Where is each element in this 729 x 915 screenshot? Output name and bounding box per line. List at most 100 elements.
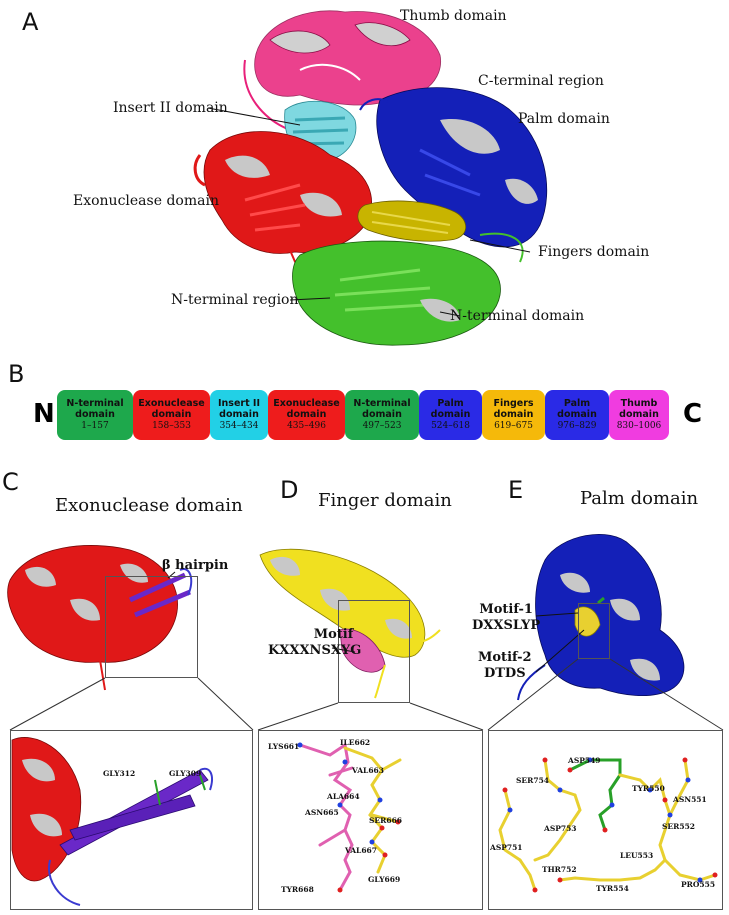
label-fingers-domain: Fingers domain [538,244,650,260]
panel-c-letter: C [2,468,19,496]
domain-block: Fingers domain 619–675 [482,390,545,440]
motif-line: Motif [313,627,354,642]
panel-a-letter: A [22,8,39,36]
label-n-terminal-domain: N-terminal domain [450,308,585,324]
domain-block: Thumb domain 830–1006 [609,390,669,440]
label-finger-motif: Motif KXXXNSXYG [268,627,361,659]
motif-line: KXXXNSXYG [268,643,362,658]
domain-range: 830–1006 [616,421,662,431]
label-thumb-domain: Thumb domain [400,8,507,24]
residue-label: SER666 [369,816,403,825]
residue-label: ASN665 [305,808,339,817]
residue-label: ASP549 [568,756,601,765]
domain-name: domain [286,409,327,420]
motif-line: DTDS [483,666,526,681]
panel-d-zoom-inset [258,730,483,910]
domain-range: 1–157 [81,421,109,431]
panel-d-selection-box [338,600,410,703]
residue-label: ALA664 [327,792,360,801]
panel-d-structure [257,548,484,893]
domain-block: N-terminal domain 497–523 [345,390,419,440]
domain-name: N-terminal [66,398,124,409]
domain-range: 524–618 [431,421,470,431]
panel-e-selection-box [578,603,610,659]
domain-block: Insert II domain 354–434 [210,390,268,440]
n-terminal-domain-cartoon [292,232,524,346]
domain-name: domain [75,409,115,420]
domain-range: 497–523 [362,421,402,431]
n-terminus-label: N [33,399,55,429]
domain-name: domain [362,409,402,420]
domain-range: 619–675 [494,421,533,431]
domain-name: domain [219,409,259,420]
residue-label: GLY309 [169,769,202,778]
domain-name: Exonuclease [138,398,205,409]
domain-name: domain [151,409,192,420]
domain-range: 976–829 [557,421,597,431]
panel-c-zoom-inset [10,730,253,910]
fingers-domain-cartoon [357,200,467,242]
domain-range: 158–353 [152,421,191,431]
residue-label: PRO555 [681,880,716,889]
domain-block: Exonuclease domain 158–353 [133,390,210,440]
residue-label: TYR554 [596,884,629,893]
residue-label: VAL663 [352,766,384,775]
residue-label: ASN551 [673,795,707,804]
residue-label: THR752 [542,865,577,874]
panel-a-callout-lines [207,107,531,317]
residue-label: GLY312 [103,769,136,778]
label-n-terminal-region: N-terminal region [171,292,299,308]
domain-name: Fingers [493,398,534,409]
residue-label: LEU553 [620,851,654,860]
domain-map-bar: N-terminal domain 1–157 Exonuclease doma… [57,390,669,440]
residue-label: ASP753 [544,824,577,833]
domain-name: Palm [437,398,464,409]
panel-d-letter: D [280,476,299,504]
domain-name: domain [493,409,534,420]
label-insert-ii-domain: Insert II domain [113,100,228,116]
residue-label: ILE662 [340,738,371,747]
residue-label: ASP751 [490,843,523,852]
domain-range: 435–496 [287,421,326,431]
domain-name: Palm [563,398,591,409]
motif-line: Motif-1 [479,602,533,617]
panel-c-selection-box [105,576,198,678]
domain-name: Insert II [218,398,260,409]
residue-label: TYR550 [632,784,665,793]
thumb-domain-cartoon [243,10,442,131]
label-c-terminal-region: C-terminal region [478,73,604,89]
motif-line: Motif-2 [478,650,532,665]
palm-domain-cartoon [359,87,548,248]
domain-block: N-terminal domain 1–157 [57,390,133,440]
label-beta-hairpin: β hairpin [162,558,229,573]
domain-name: domain [430,409,471,420]
domain-name: Thumb [620,398,658,409]
domain-block: Palm domain 524–618 [419,390,482,440]
panel-d-title: Finger domain [318,490,452,511]
domain-name: Exonuclease [273,398,340,409]
label-palm-domain: Palm domain [518,111,610,127]
label-motif-2: Motif-2 DTDS [478,650,532,682]
label-exonuclease-domain: Exonuclease domain [73,193,219,209]
domain-range: 354–434 [219,421,259,431]
residue-label: VAL667 [345,846,377,855]
domain-name: domain [557,409,597,420]
residue-label: LYS661 [268,742,300,751]
panel-e-letter: E [508,476,524,504]
domain-name: domain [619,409,659,420]
panel-b-letter: B [8,360,25,388]
domain-block: Palm domain 976–829 [545,390,609,440]
c-terminus-label: C [683,399,703,429]
residue-label: GLY669 [368,875,401,884]
motif-line: DXXSLYP [472,618,541,633]
domain-block: Exonuclease domain 435–496 [268,390,345,440]
domain-name: N-terminal [353,398,411,409]
residue-label: SER552 [662,822,696,831]
label-motif-1: Motif-1 DXXSLYP [472,602,540,634]
residue-label: SER754 [516,776,550,785]
exonuclease-domain-cartoon [193,131,372,299]
panel-c-title: Exonuclease domain [55,495,243,516]
panel-c-structure [7,545,254,906]
residue-label: TYR668 [281,885,314,894]
